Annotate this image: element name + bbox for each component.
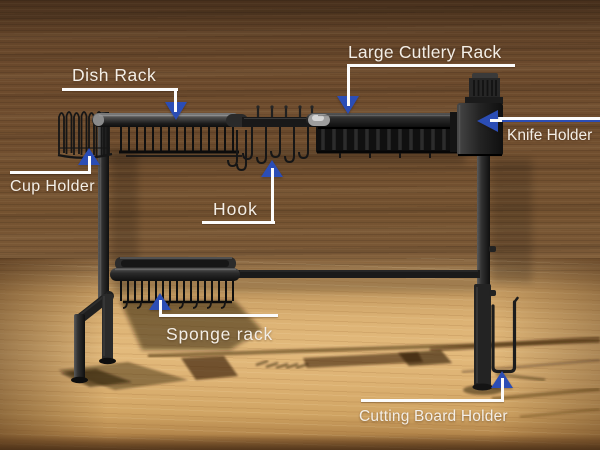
cup-holder-callout-line [10,171,91,174]
s-hooks-part [227,127,309,172]
label-cup-holder: Cup Holder [10,178,95,195]
cutting-board-holder-callout-line [361,399,504,402]
cutting-board-holder-part [491,296,519,374]
hook-callout-line [202,221,275,224]
sponge-rack-callout-shaft [159,300,162,317]
label-hook: Hook [213,199,258,219]
label-dish-rack: Dish Rack [72,65,157,85]
floor-cast-shadows [58,300,600,419]
dish-rack-callout-shaft [174,88,177,112]
knife-holder-callout-line-blue [497,119,600,122]
label-sponge-rack: Sponge rack [166,324,274,344]
large-cutlery-rack-part [306,113,464,158]
sponge-rack-callout-line [159,314,278,317]
knife-holder-callout-shaft [490,119,502,122]
right-leg-part [472,150,496,391]
knife-holder-arrow-icon [477,110,498,132]
hook-rail-part [227,105,320,172]
label-knife-holder: Knife Holder [507,127,593,144]
hook-callout-shaft [271,168,274,224]
label-large-cutlery-rack: Large Cutlery Rack [348,42,502,62]
knife-holder-callout-line [497,117,600,120]
dish-rack-callout-line [62,88,178,91]
cutting-board-holder-callout-shaft [501,378,504,402]
left-feet-part [71,291,116,384]
cup-holder-callout-shaft [88,156,91,174]
sponge-rack-part [110,257,480,309]
label-cutting-board-holder: Cutting Board Holder [359,408,508,425]
large-cutlery-rack-callout-shaft [347,64,350,106]
left-leg-part [98,112,109,302]
large-cutlery-rack-callout-line [347,64,515,67]
